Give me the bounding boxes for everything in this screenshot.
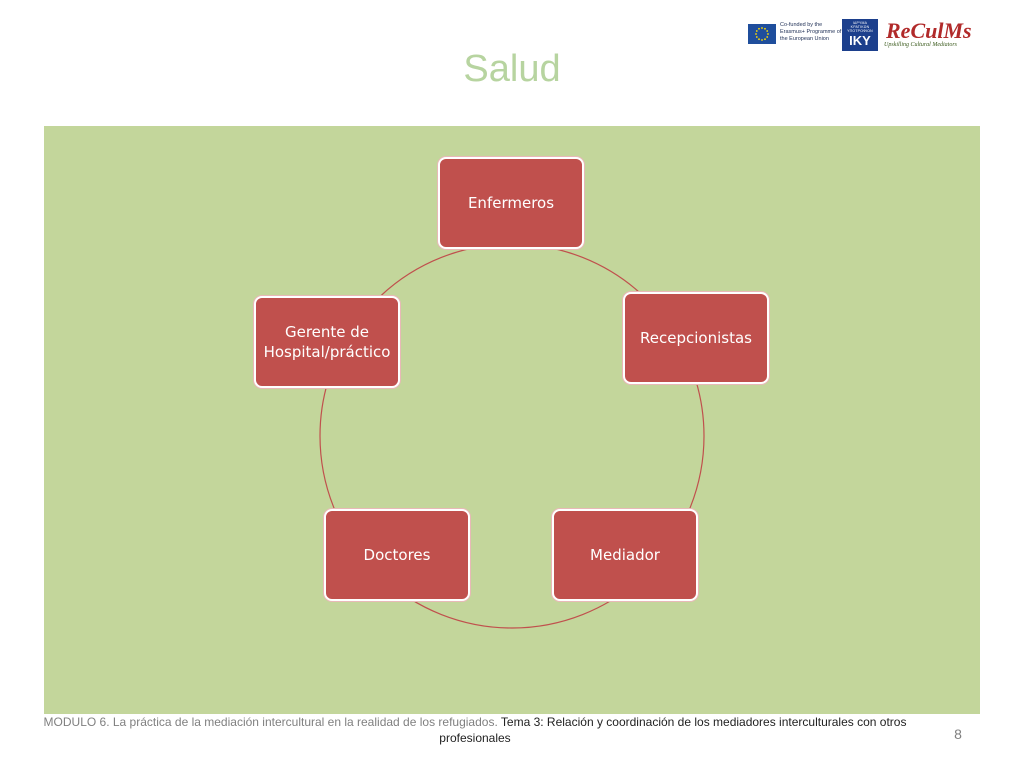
eu-flag-icon	[748, 24, 776, 44]
project-name: ReCulMs	[886, 18, 972, 43]
node-mediador[interactable]: Mediador	[552, 509, 698, 601]
iky-small-text: ΙΔΡΥΜΑ ΚΡΑΤΙΚΩΝ ΥΠΟΤΡΟΦΙΩΝ	[847, 21, 873, 33]
node-label: Enfermeros	[467, 194, 555, 212]
node-label: Gerente de Hospital/práctico	[263, 323, 391, 361]
project-tagline: Upskilling Cultural Mediators	[884, 42, 958, 48]
project-logo: ReCulMs Upskilling Cultural Mediators	[884, 18, 984, 52]
page-number: 8	[954, 726, 962, 742]
footer-topic: Tema 3: Relación y coordinación de los m…	[439, 715, 907, 745]
node-label: Mediador	[590, 546, 660, 564]
node-gerente[interactable]: Gerente de Hospital/práctico	[254, 296, 400, 388]
cycle-diagram: Enfermeros Recepcionistas Mediador Docto…	[44, 126, 980, 714]
slide-title: Salud	[463, 48, 561, 90]
footer-module: MODULO 6. La práctica de la mediación in…	[43, 715, 498, 729]
iky-name: IKY	[849, 33, 871, 48]
node-recepcionistas[interactable]: Recepcionistas	[623, 292, 769, 384]
eu-stars-icon	[755, 27, 769, 41]
footer-text: MODULO 6. La práctica de la mediación in…	[10, 714, 940, 746]
node-label: Recepcionistas	[640, 329, 752, 347]
eu-cofunded-text: Co-funded by the Erasmus+ Programme of t…	[780, 22, 842, 42]
node-label: Doctores	[363, 546, 431, 564]
iky-logo: ΙΔΡΥΜΑ ΚΡΑΤΙΚΩΝ ΥΠΟΤΡΟΦΙΩΝ IKY	[842, 19, 878, 51]
partner-logos: Co-funded by the Erasmus+ Programme of t…	[748, 18, 984, 54]
node-enfermeros[interactable]: Enfermeros	[438, 157, 584, 249]
node-doctores[interactable]: Doctores	[324, 509, 470, 601]
